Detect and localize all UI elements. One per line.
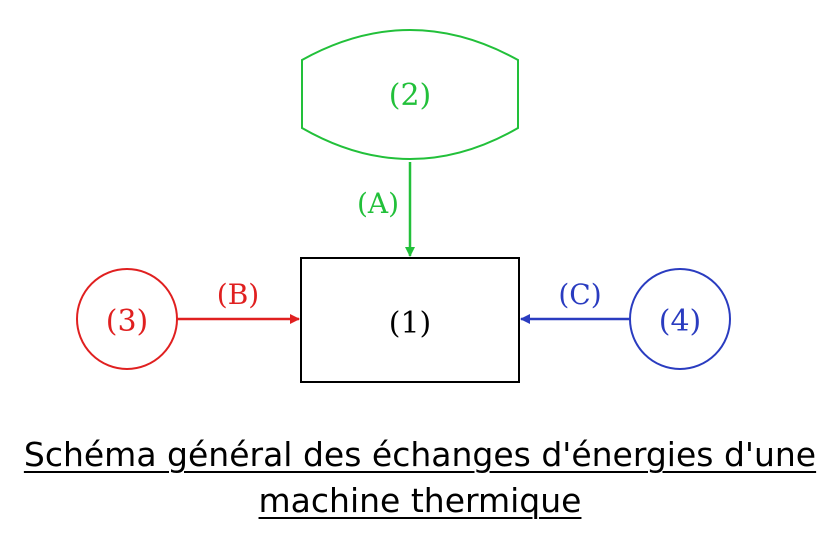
node-3-label: (3) xyxy=(106,304,149,339)
node-3-group: (3) xyxy=(76,268,178,370)
node-4-group: (4) xyxy=(629,268,731,370)
diagram-caption: Schéma général des échanges d'énergies d… xyxy=(0,432,840,524)
node-2-group: (2) xyxy=(301,29,519,160)
node-2-label: (2) xyxy=(389,78,432,113)
node-1-label: (1) xyxy=(389,306,432,341)
caption-line-2: machine thermique xyxy=(258,481,582,520)
caption-line-1: Schéma général des échanges d'énergies d… xyxy=(23,435,817,474)
flow-a-group: (A) xyxy=(357,162,415,257)
node-2-shape xyxy=(301,29,519,160)
node-4-label: (4) xyxy=(659,304,702,339)
flow-b-label: (B) xyxy=(217,278,259,311)
flow-c-label: (C) xyxy=(558,278,601,311)
flow-a-label: (A) xyxy=(357,187,399,220)
node-1-group: (1) xyxy=(300,257,520,383)
flow-b-group: (B) xyxy=(177,278,300,324)
node-1-shape xyxy=(300,257,520,383)
flow-c-group: (C) xyxy=(520,278,630,324)
energy-exchange-diagram: (2) (A) (1) (3) (B) (4) (C xyxy=(76,29,731,383)
